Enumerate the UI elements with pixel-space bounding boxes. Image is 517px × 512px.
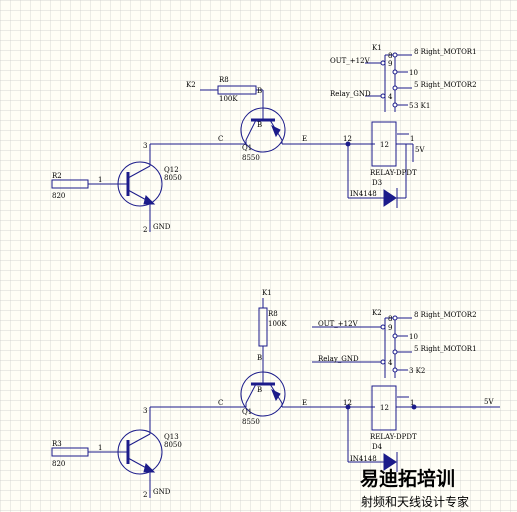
top-net-out: OUT_+12V (330, 57, 371, 65)
bottom-npn-ref: Q13 (164, 433, 179, 441)
top-resistor-r2 (51, 179, 112, 189)
top-pin-label-3: 5 (409, 102, 413, 110)
bottom-diode (347, 407, 398, 472)
top-relay-ref: K1 (372, 44, 382, 52)
bottom-res-ref: R8 (268, 310, 278, 318)
top-diode-ref: D3 (372, 179, 382, 187)
top-npn-2: 2 (143, 226, 147, 234)
top-relay-label: RELAY-DPDT (370, 169, 417, 177)
top-pin-num-8: 8 (388, 52, 392, 60)
watermark-title: 易迪拓培训 (360, 467, 455, 490)
bottom-pin-num-8: 8 (388, 315, 392, 323)
top-pin-label-5: 5 Right_MOTOR2 (414, 81, 477, 89)
bottom-circuit (51, 298, 500, 498)
bottom-relay-ref: K2 (372, 309, 382, 317)
top-pnp-b: B (257, 121, 262, 129)
top-pnp-e: E (302, 135, 307, 143)
top-res-in-ref: R2 (52, 172, 62, 180)
top-gnd: GND (153, 223, 171, 231)
bottom-pin-label-3: 3 K2 (409, 367, 425, 375)
bottom-res-val: 100K (268, 320, 287, 328)
bottom-pnp-e: E (302, 399, 307, 407)
top-pin1: 1 (410, 135, 414, 143)
top-in-pin: 1 (98, 176, 102, 184)
top-inner-pin-4: 4 (388, 93, 393, 101)
bottom-diode-part: IN4148 (350, 455, 377, 463)
bottom-coil-num: 12 (380, 404, 389, 412)
top-pin-label-8: 8 Right_MOTOR1 (414, 48, 477, 56)
bottom-net-gnd: Relay_GND (318, 355, 359, 363)
top-pnp-ref: Q1 (242, 144, 252, 152)
bottom-relay-label: RELAY-DPDT (370, 433, 417, 441)
bottom-resistor-r3 (51, 447, 112, 457)
top-npn-ref: Q12 (164, 166, 179, 174)
bottom-resistor-r8 (258, 298, 268, 362)
bottom-pin-label-5: 5 Right_MOTOR1 (414, 345, 477, 353)
top-pin-label-3-full: 3 K1 (414, 102, 430, 110)
top-npn-3: 3 (143, 142, 147, 150)
top-pnp-c: C (218, 135, 223, 143)
bottom-npn-transistor (112, 406, 182, 498)
top-res-ref: R8 (219, 76, 229, 84)
top-circuit (51, 52, 414, 232)
bottom-pnp-ref: Q1 (242, 408, 252, 416)
top-labels: K1 8 8 Right_MOTOR1 9 10 5 Right_MOTOR2 … (52, 44, 477, 234)
top-npn-part: 8050 (164, 174, 182, 182)
bottom-relay-contacts (312, 315, 412, 378)
bottom-res-in-ref: R3 (52, 440, 62, 448)
top-coil-num: 12 (380, 141, 389, 149)
bottom-gnd: GND (153, 488, 171, 496)
top-res-val: 100K (219, 95, 238, 103)
bottom-pin12: 12 (343, 399, 352, 407)
bottom-res-b: B (257, 354, 262, 362)
top-inner-pin-9: 9 (388, 60, 392, 68)
bottom-pnp-part: 8550 (242, 418, 260, 426)
top-supply: 5V (415, 146, 425, 154)
bottom-inner-pin-4: 4 (388, 359, 393, 367)
top-net-gnd: Relay_GND (330, 90, 371, 98)
bottom-pin1: 1 (410, 399, 414, 407)
bottom-pnp-transistor (182, 362, 348, 417)
bottom-res-in-val: 820 (52, 460, 65, 468)
top-pin-label-10: 10 (409, 69, 418, 77)
bottom-in-pin: 1 (98, 444, 102, 452)
bottom-pin-label-10: 10 (409, 333, 418, 341)
top-res-net: K2 (186, 81, 196, 89)
bottom-inner-pin-9: 9 (388, 324, 392, 332)
bottom-res-net: K1 (262, 289, 272, 297)
bottom-pin-label-8: 8 Right_MOTOR2 (414, 311, 477, 319)
top-npn-transistor (112, 143, 182, 232)
watermark: 易迪拓培训 射频和天线设计专家 (360, 467, 469, 509)
bottom-supply: 5V (484, 398, 494, 406)
bottom-npn-part: 8050 (164, 441, 182, 449)
bottom-pnp-b: B (257, 386, 262, 394)
top-resistor-r8 (200, 85, 264, 96)
top-res-in-val: 820 (52, 192, 65, 200)
top-pnp-transistor (182, 96, 348, 153)
top-res-b: B (257, 87, 262, 95)
bottom-diode-ref: D4 (372, 443, 383, 451)
top-pnp-part: 8550 (242, 154, 260, 162)
bottom-npn-3: 3 (143, 407, 147, 415)
bottom-relay-coil (371, 385, 397, 431)
top-diode-part: IN4148 (350, 190, 377, 198)
bottom-net-out: OUT_+12V (318, 320, 359, 328)
top-pin12: 12 (343, 135, 352, 143)
bottom-npn-2: 2 (143, 491, 147, 499)
top-diode (347, 144, 407, 208)
bottom-pnp-c: C (218, 399, 223, 407)
top-relay-contacts (365, 52, 412, 112)
bottom-labels: K1 R8 100K B B K2 8 8 Right_MOTOR2 9 10 … (52, 289, 494, 499)
watermark-subtitle: 射频和天线设计专家 (361, 494, 469, 509)
